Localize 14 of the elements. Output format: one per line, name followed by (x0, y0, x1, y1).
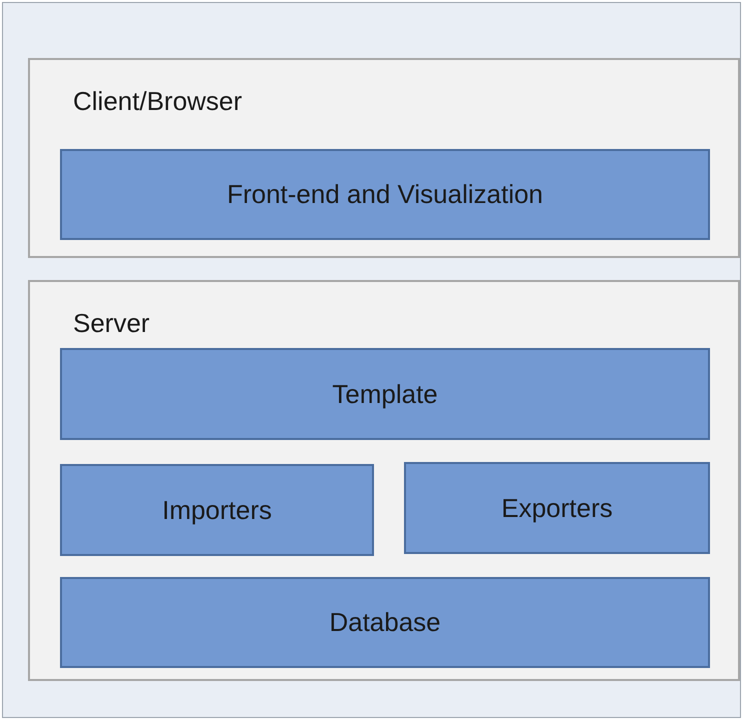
component-box (60, 348, 710, 440)
component-label: Template (331, 378, 439, 410)
component-box (60, 149, 710, 240)
layer-panel (28, 58, 740, 258)
panel-title: Server (73, 307, 150, 340)
component-box (60, 577, 710, 668)
component-label: Importers (161, 494, 273, 526)
component-label: Exporters (500, 492, 614, 524)
layer-panel (28, 280, 740, 681)
component-box (60, 464, 374, 556)
component-label: Front-end and Visualization (226, 178, 544, 211)
component-box (404, 462, 710, 554)
panel-title: Client/Browser (73, 85, 242, 118)
component-label: Database (328, 606, 442, 639)
